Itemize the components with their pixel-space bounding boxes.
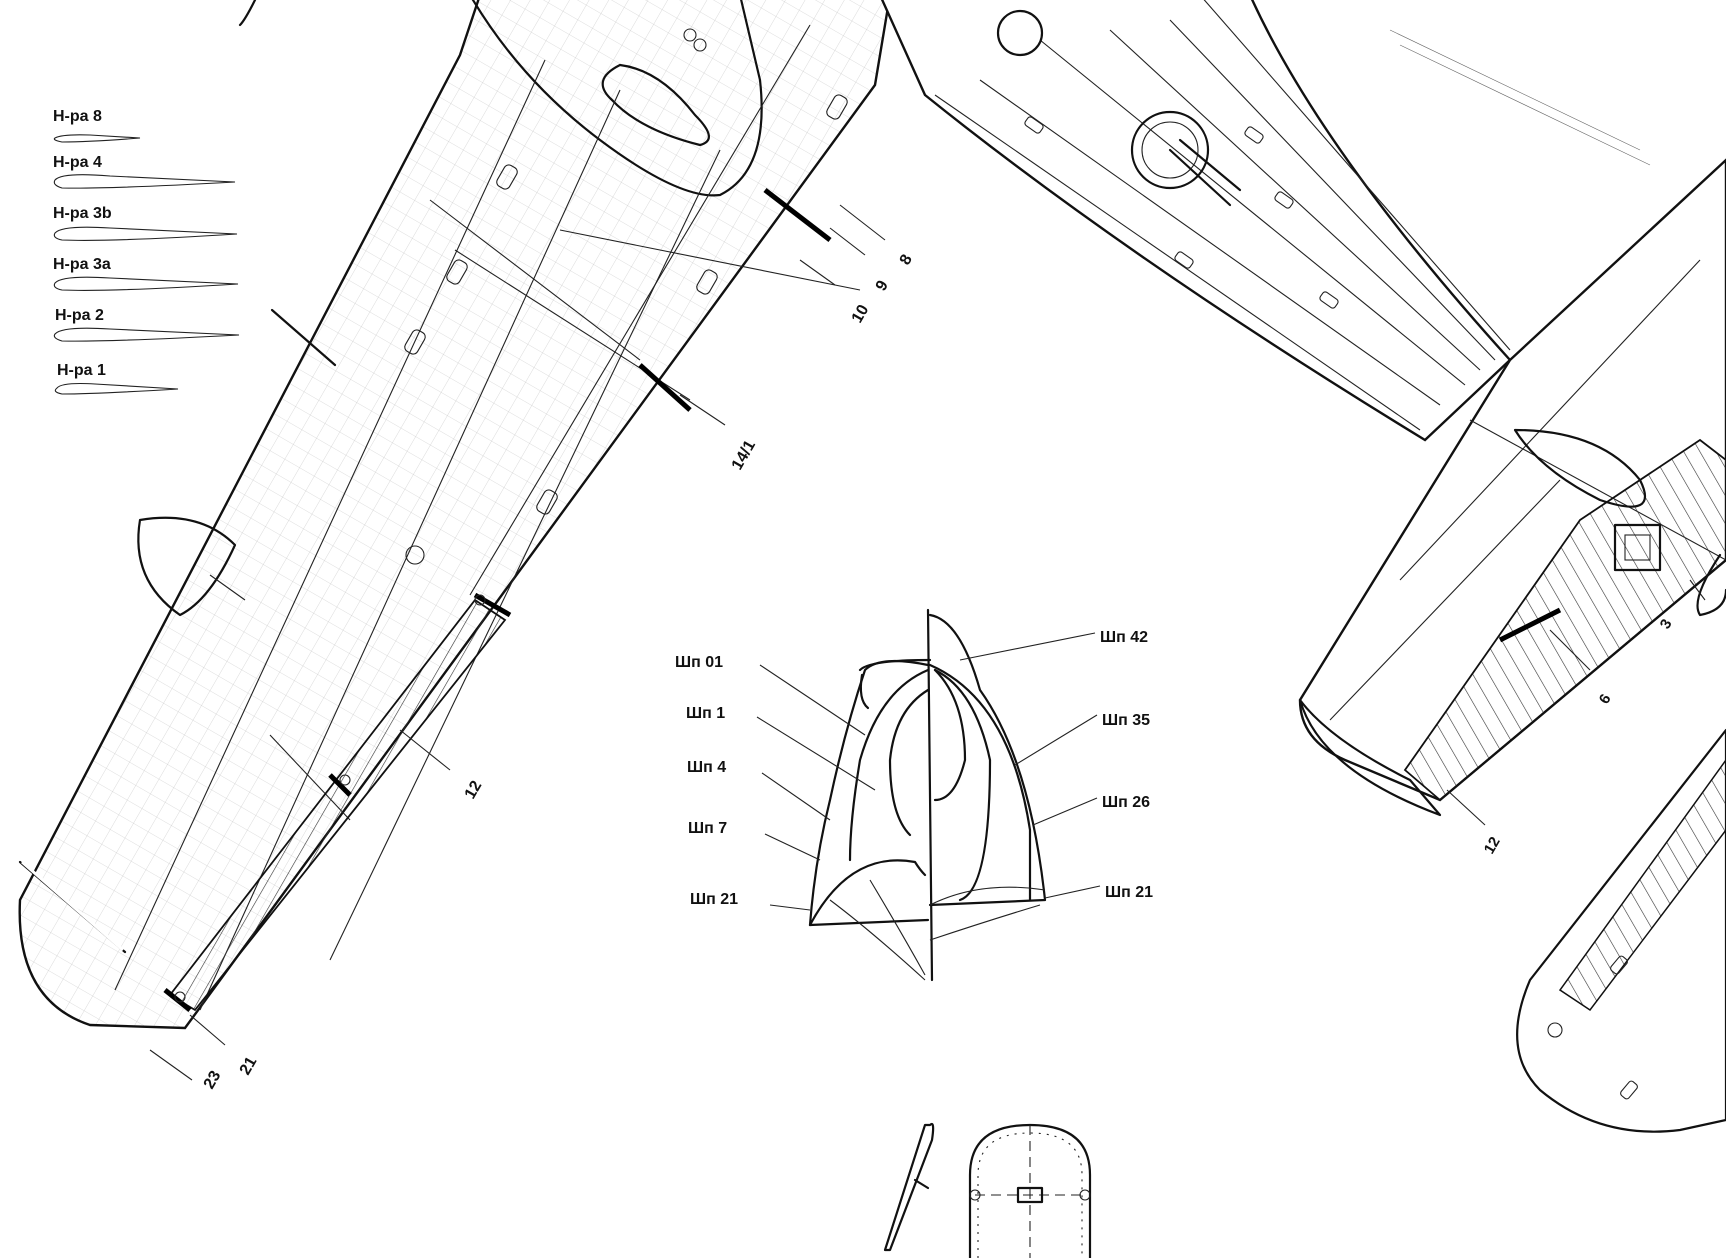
frame-label-42: Шп 42 — [1100, 629, 1148, 646]
frame-outline-left — [808, 659, 930, 927]
callout-12-tail: 12 — [1481, 834, 1504, 857]
callout-8: 8 — [897, 252, 916, 268]
callout-9: 9 — [873, 278, 892, 294]
callout-23: 23 — [201, 1068, 225, 1092]
access-panels — [174, 28, 848, 1003]
left-wing — [18, 0, 891, 1030]
elevator — [1403, 438, 1726, 802]
airfoil-icon-5 — [53, 327, 240, 342]
callout-3: 3 — [1657, 616, 1676, 632]
callout-14-1: 14/1 — [729, 437, 759, 473]
left-aileron — [168, 598, 507, 1012]
airfoil-icon-4 — [53, 276, 239, 291]
frame-labels-left: Шп 01 Шп 1 Шп 4 Шп 7 Шп 21 — [675, 654, 738, 908]
frame-leaders — [756, 632, 1101, 911]
left-wing-skin — [18, 0, 891, 1030]
frame-label-7: Шп 7 — [688, 820, 727, 837]
section-legend: Н-ра 8 Н-ра 4 Н-ра 3b Н-ра 3а Н-ра 2 Н-р… — [53, 108, 240, 395]
section-label-1: Н-ра 8 — [53, 108, 102, 125]
centerline — [926, 608, 934, 982]
bottom-details — [883, 1122, 1092, 1258]
wing-root-fairing — [471, 0, 763, 197]
fuselage-section — [880, 0, 1651, 442]
frame-label-1: Шп 1 — [686, 705, 725, 722]
fuselage-porthole — [996, 9, 1044, 57]
drop-tank — [137, 516, 237, 617]
frame-outline-right — [928, 613, 1047, 907]
airfoil-icon-2 — [53, 174, 236, 189]
frame-label-4: Шп 4 — [687, 759, 726, 776]
section-label-6: Н-ра 1 — [57, 362, 106, 379]
gun-mount — [1130, 110, 1210, 190]
right-wing-fragment — [1516, 728, 1726, 1133]
airfoil-icon-1 — [53, 134, 141, 143]
callout-6: 6 — [1596, 691, 1615, 707]
section-label-3: Н-ра 3b — [53, 205, 112, 222]
callout-12: 12 — [462, 778, 486, 802]
fuselage-skin — [880, 0, 1512, 442]
section-label-2: Н-ра 4 — [53, 154, 102, 171]
frame-labels-right: Шп 42 Шп 35 Шп 26 Шп 21 — [1100, 629, 1153, 901]
callout-leaders — [149, 204, 1706, 1081]
frame-cross-sections — [808, 608, 1047, 982]
frame-label-26: Шп 26 — [1102, 794, 1150, 811]
intake-scoop — [601, 63, 710, 147]
section-label-5: Н-ра 2 — [55, 307, 104, 324]
frame-label-35: Шп 35 — [1102, 712, 1150, 729]
airfoil-icon-6 — [54, 382, 179, 395]
airfoil-icon-3 — [53, 226, 238, 241]
landing-strut — [883, 1122, 935, 1252]
frame-label-21-right: Шп 21 — [1105, 884, 1153, 901]
section-label-4: Н-ра 3а — [53, 256, 111, 273]
frame-label-21-left: Шп 21 — [690, 891, 738, 908]
callout-10: 10 — [849, 302, 873, 326]
callout-21: 21 — [237, 1054, 261, 1078]
frame-label-01: Шп 01 — [675, 654, 723, 671]
tailplane — [1298, 158, 1726, 817]
tail-cone — [1298, 698, 1442, 817]
